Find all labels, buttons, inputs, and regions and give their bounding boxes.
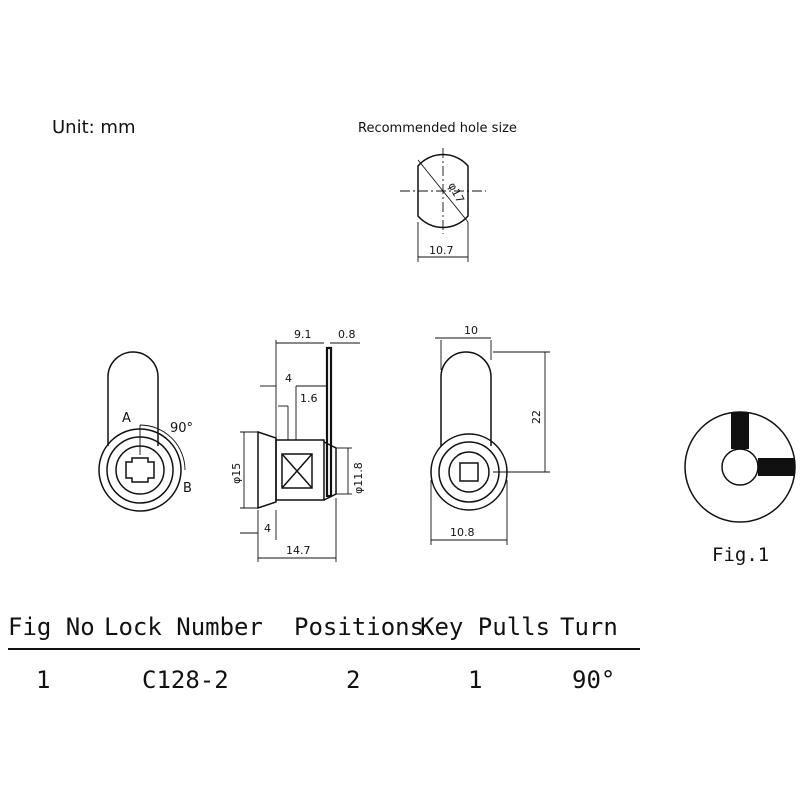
header-key-pulls: Key Pulls bbox=[420, 613, 551, 641]
dim-15-label: φ15 bbox=[230, 463, 243, 484]
spec-table: Fig No Lock Number Positions Key Pulls T… bbox=[8, 606, 640, 710]
table-row: 1 C128-2 2 1 90° bbox=[8, 650, 640, 710]
back-view: 10 22 10.8 bbox=[430, 324, 550, 545]
hole-width-label: 10.7 bbox=[429, 244, 454, 257]
figure-label: Fig.1 bbox=[712, 544, 769, 566]
turn-angle-label: 90° bbox=[170, 421, 193, 436]
dim-14-7-label: 14.7 bbox=[286, 544, 311, 557]
back-width-10-8-label: 10.8 bbox=[450, 526, 475, 539]
cell-lock-number: C128-2 bbox=[142, 666, 229, 694]
cell-fig-no: 1 bbox=[36, 666, 51, 694]
fig1-position-diagram: Fig.1 bbox=[684, 411, 796, 566]
hole-size-diagram: φ17 10.7 bbox=[400, 148, 486, 262]
position-b-label: B bbox=[183, 481, 192, 496]
cell-turn: 90° bbox=[572, 666, 616, 694]
dim-4-top-label: 4 bbox=[285, 372, 292, 385]
table-header-row: Fig No Lock Number Positions Key Pulls T… bbox=[8, 606, 640, 650]
cell-key-pulls: 1 bbox=[468, 666, 483, 694]
dim-4-bottom-label: 4 bbox=[264, 522, 271, 535]
front-view: A B 90° bbox=[98, 351, 193, 512]
header-fig-no: Fig No bbox=[8, 613, 95, 641]
dim-0-8-label: 0.8 bbox=[338, 328, 356, 341]
header-turn: Turn bbox=[560, 613, 618, 641]
header-lock-number: Lock Number bbox=[104, 613, 263, 641]
unit-label: Unit: mm bbox=[52, 117, 136, 138]
back-height-22-label: 22 bbox=[530, 410, 543, 424]
hole-size-title: Recommended hole size bbox=[358, 121, 517, 136]
cell-positions: 2 bbox=[346, 666, 361, 694]
side-view: 9.1 0.8 4 1.6 φ15 φ11.8 4 14.7 bbox=[230, 328, 365, 562]
hole-diameter-label: φ17 bbox=[445, 180, 466, 205]
position-a-label: A bbox=[122, 411, 131, 426]
back-width-10-label: 10 bbox=[464, 324, 478, 337]
dim-1-6-label: 1.6 bbox=[300, 392, 318, 405]
dim-9-1-label: 9.1 bbox=[294, 328, 312, 341]
header-positions: Positions bbox=[294, 613, 425, 641]
dim-11-8-label: φ11.8 bbox=[352, 462, 365, 494]
